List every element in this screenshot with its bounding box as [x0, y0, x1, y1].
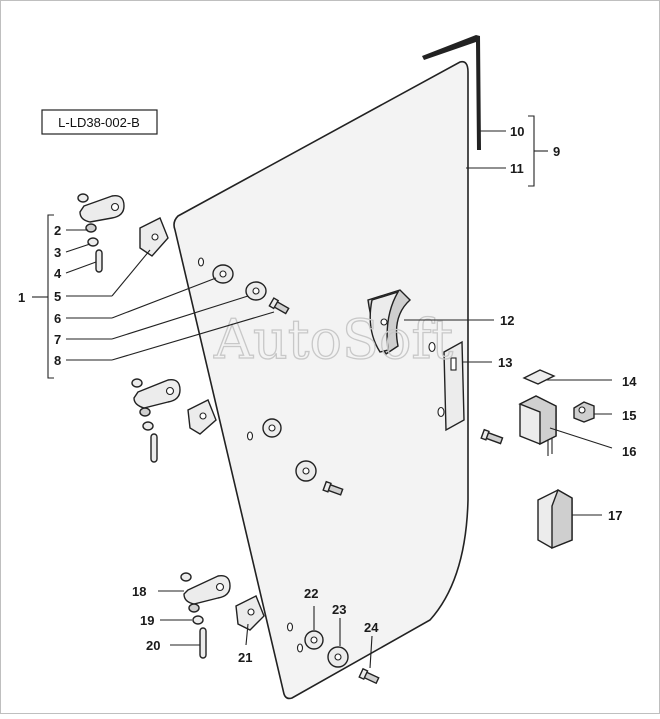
hinge-set-top — [77, 193, 169, 273]
nut — [180, 572, 192, 582]
callout-9: 9 — [553, 144, 560, 159]
hinge-knuckle — [139, 407, 151, 417]
glass-holes — [197, 257, 445, 653]
callout-20: 20 — [146, 638, 160, 653]
hinge-set-bottom — [180, 572, 265, 659]
callout-3: 3 — [54, 245, 61, 260]
washer-hole — [302, 467, 310, 475]
drawing-code-box: L-LD38-002-B — [41, 109, 158, 135]
hinge-knuckle — [188, 603, 200, 613]
glass-hole — [246, 431, 254, 441]
callout-21: 21 — [238, 650, 252, 665]
cover-17 — [537, 488, 573, 550]
pin-20 — [199, 627, 207, 659]
screw-16 — [480, 428, 504, 445]
callout-23: 23 — [332, 602, 346, 617]
washers — [212, 264, 349, 668]
handle-hole — [380, 318, 388, 326]
hinge-hole — [110, 202, 120, 212]
bushing-19 — [192, 615, 204, 625]
callout-8: 8 — [54, 353, 61, 368]
pin-4 — [95, 249, 103, 273]
lock-plate-body — [443, 340, 465, 432]
glass-hole — [296, 643, 304, 653]
lock-plate-13 — [443, 340, 465, 432]
washer-hole — [310, 636, 318, 644]
handle-12 — [367, 289, 412, 355]
lock-box-side — [518, 395, 557, 446]
leader-16 — [549, 427, 613, 449]
lock-box-16 — [518, 395, 557, 456]
plate-hole — [151, 233, 159, 241]
callout-22: 22 — [304, 586, 318, 601]
callout-4: 4 — [54, 266, 62, 281]
callout-15: 15 — [622, 408, 636, 423]
hinge-hole — [215, 582, 225, 592]
hinge-leaf-2 — [79, 195, 125, 223]
leader-8b — [111, 311, 275, 361]
leader-24 — [369, 635, 373, 669]
callout-2: 2 — [54, 223, 61, 238]
screw-8 — [268, 297, 290, 315]
callout-19: 19 — [140, 613, 154, 628]
glass-hole — [437, 406, 445, 418]
hinge-knuckle — [85, 223, 97, 233]
screws — [268, 297, 504, 685]
nut — [77, 193, 89, 203]
washer-hole — [334, 653, 342, 661]
lock-box-prongs — [547, 438, 553, 456]
callout-1: 1 — [18, 290, 25, 305]
hinge-leaf — [133, 379, 181, 409]
callout-6: 6 — [54, 311, 61, 326]
callout-13: 13 — [498, 355, 512, 370]
callout-18: 18 — [132, 584, 146, 599]
glass-hole — [286, 622, 294, 632]
hinge-set-middle — [131, 378, 217, 463]
plate-hole — [199, 412, 207, 420]
leader-6b — [111, 277, 217, 319]
drawing-code: L-LD38-002-B — [58, 115, 140, 130]
callout-12: 12 — [500, 313, 514, 328]
leader-3 — [65, 243, 91, 253]
latch-hole — [578, 406, 586, 414]
callout-5: 5 — [54, 289, 61, 304]
washer-hole — [252, 287, 260, 295]
washer-hole — [268, 424, 276, 432]
door-glass-panel — [173, 60, 469, 700]
glass-hole — [197, 257, 205, 267]
callout-16: 16 — [622, 444, 636, 459]
hinge-leaf-18 — [183, 575, 231, 605]
bushing — [142, 421, 154, 431]
leader-21 — [245, 623, 249, 646]
callout-14: 14 — [622, 374, 637, 389]
pad-14 — [522, 369, 556, 385]
cover-side — [551, 488, 573, 550]
plate-hole — [247, 608, 255, 616]
callout-11: 11 — [510, 161, 524, 176]
screw-24 — [358, 667, 380, 685]
nut — [131, 378, 143, 388]
screw-mid — [322, 480, 344, 496]
glass-hole — [428, 341, 436, 353]
leader-5b — [111, 249, 151, 297]
lock-plate-slot — [450, 357, 457, 371]
bushing-3 — [87, 237, 99, 247]
pin — [150, 433, 158, 463]
leader-4 — [65, 261, 97, 274]
callout-17: 17 — [608, 508, 622, 523]
callout-24: 24 — [364, 620, 379, 635]
callout-7: 7 — [54, 332, 61, 347]
callout-10: 10 — [510, 124, 524, 139]
leader-7b — [111, 295, 249, 340]
hinge-hole — [165, 386, 175, 396]
washer-hole — [219, 270, 227, 278]
callout-labels: 1 2 3 4 5 6 7 8 9 10 11 12 13 14 15 16 1… — [18, 124, 637, 665]
leader-lines — [32, 115, 613, 669]
latch-15 — [573, 401, 595, 423]
